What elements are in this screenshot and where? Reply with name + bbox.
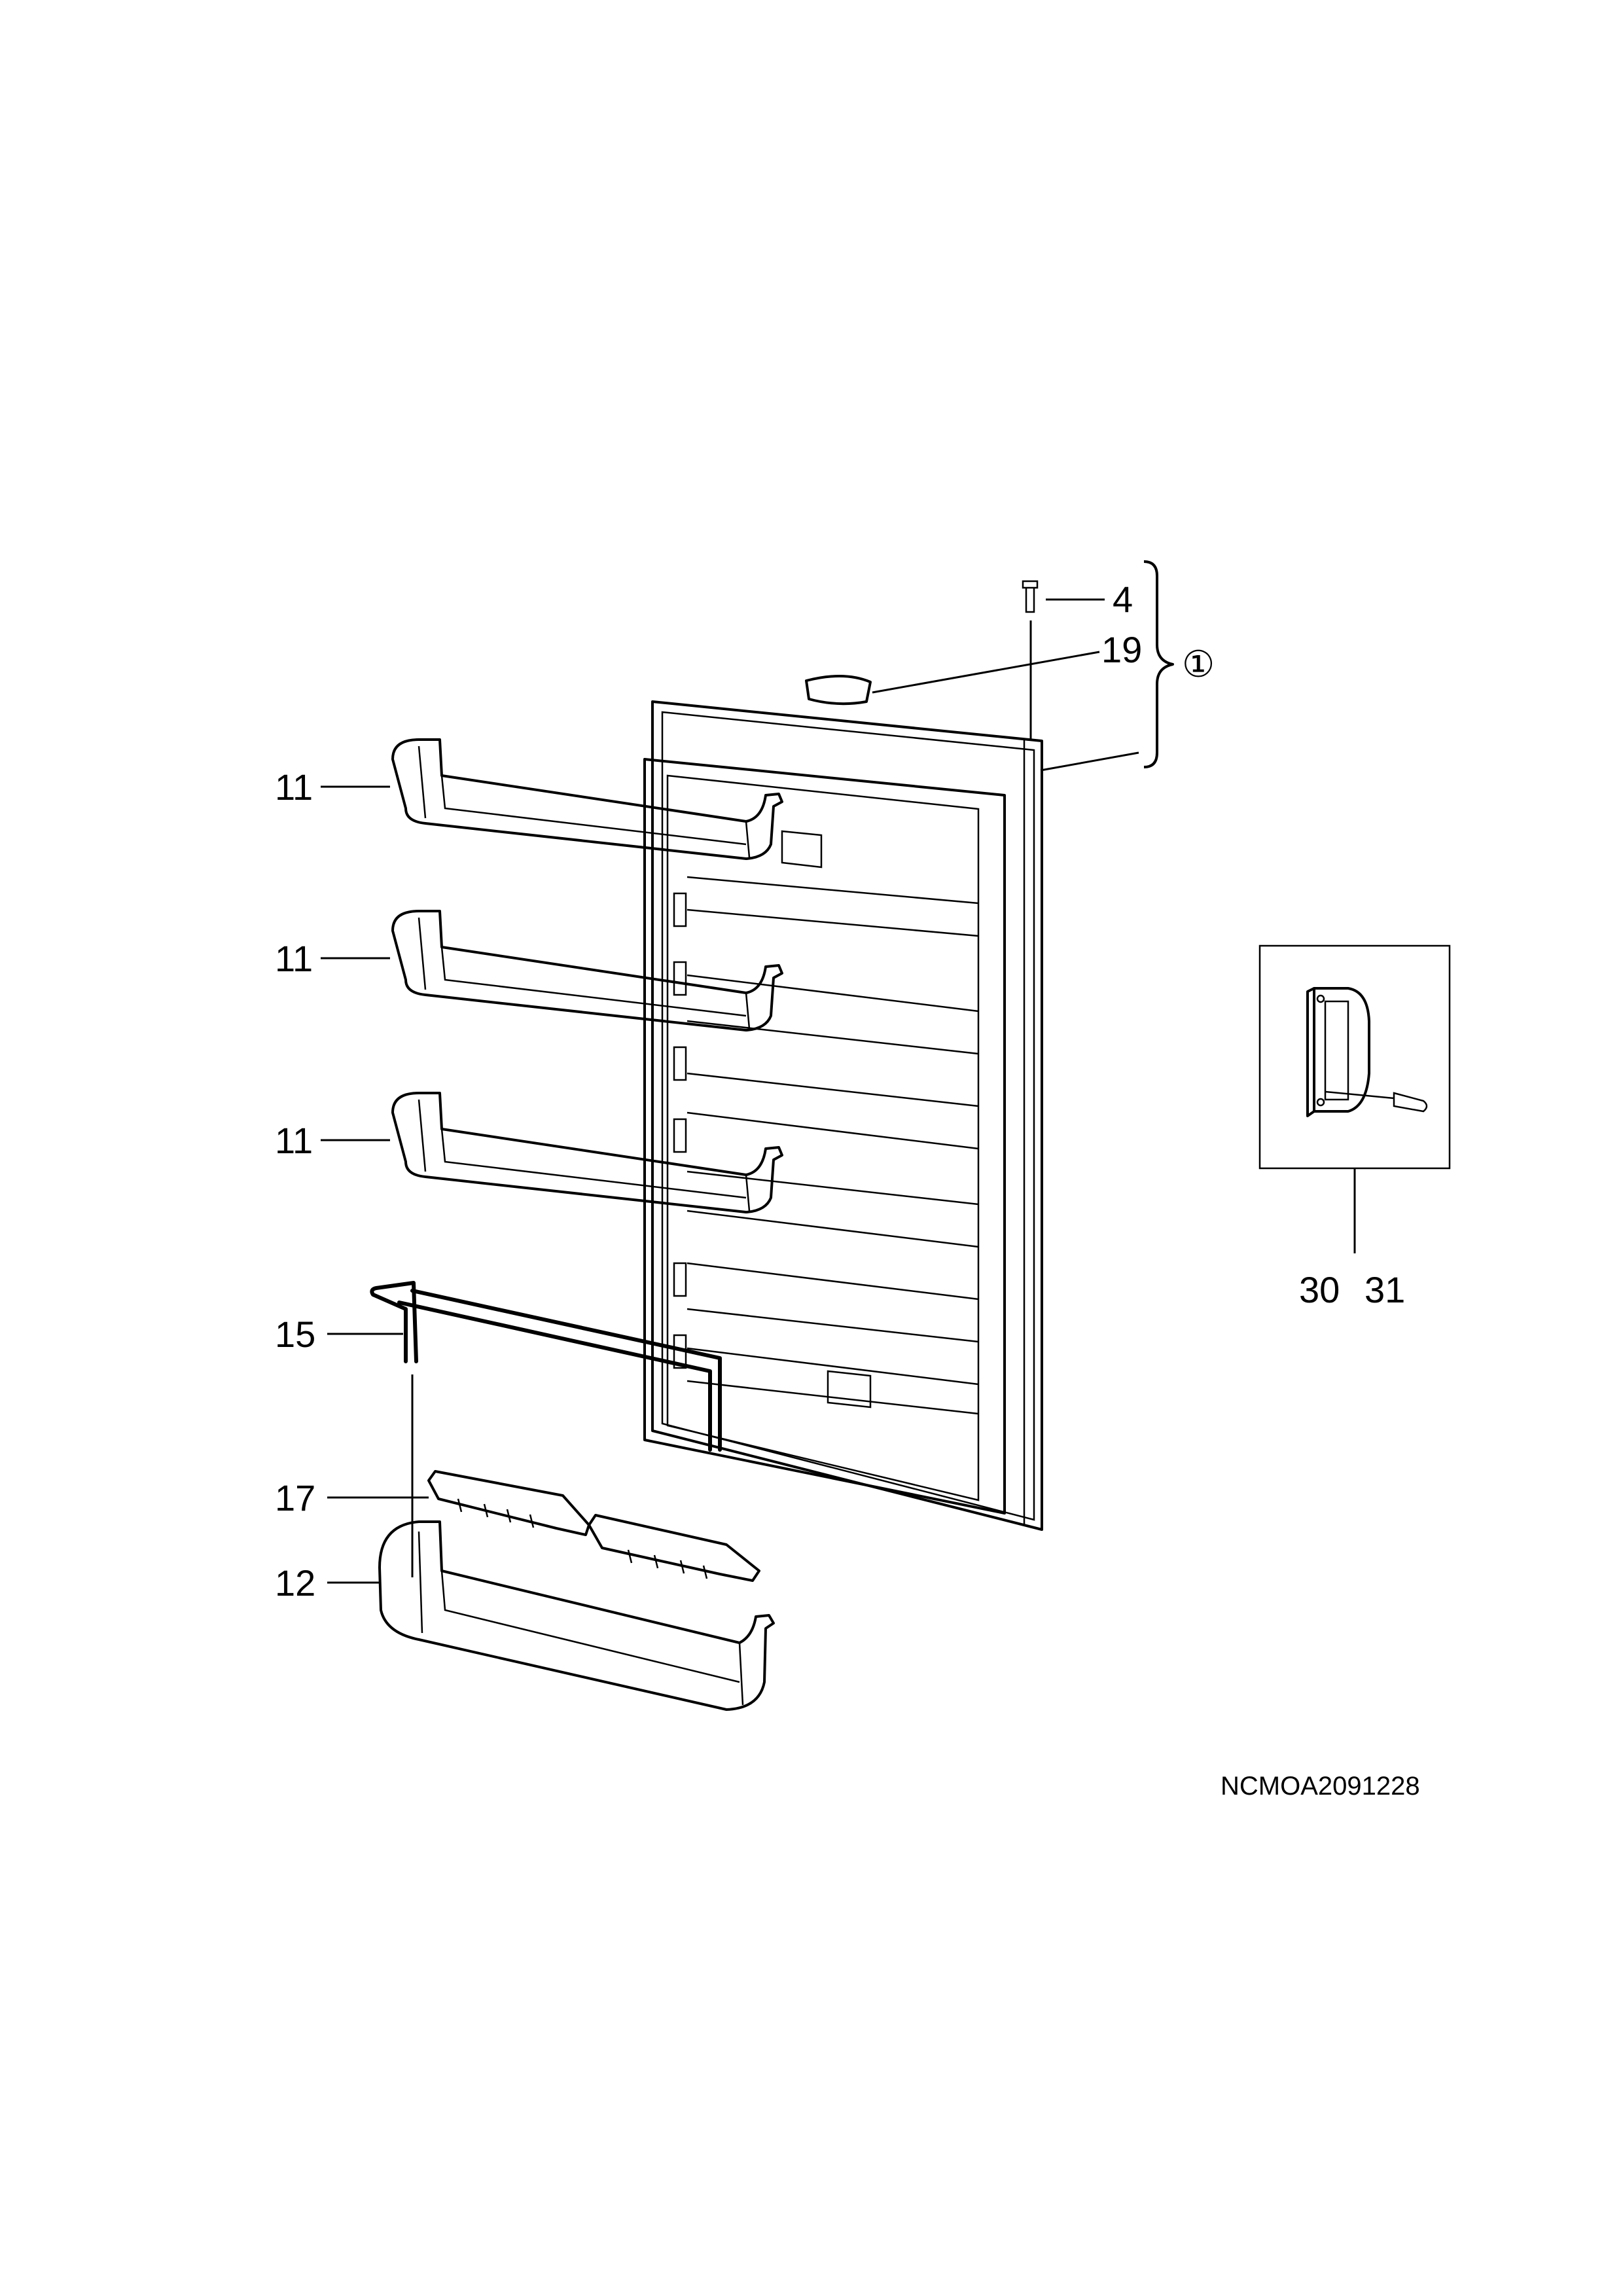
label-screw: 4 xyxy=(1113,579,1133,620)
door-shelf-2 xyxy=(391,910,783,1031)
label-top-cover: 19 xyxy=(1101,629,1142,670)
bottom-shelf-part xyxy=(378,1520,775,1711)
bottle-rack-part xyxy=(370,1281,722,1577)
diagram-code: NCMOA2091228 xyxy=(1221,1772,1420,1801)
top-cover-part xyxy=(805,651,1100,706)
label-assembly: ① xyxy=(1182,643,1215,685)
door-assembly xyxy=(643,700,1043,1531)
bottle-holder-part xyxy=(427,1470,760,1582)
label-door-shelf-3: 11 xyxy=(275,1120,313,1161)
label-bottom-shelf: 12 xyxy=(275,1562,315,1604)
label-handle-30: 30 xyxy=(1299,1269,1340,1310)
label-handle-31: 31 xyxy=(1364,1269,1405,1310)
assembly-brace xyxy=(1143,560,1174,768)
label-bottle-rack: 15 xyxy=(275,1314,315,1355)
label-door-shelf-1: 11 xyxy=(275,766,313,808)
door-shelf-3 xyxy=(391,1092,783,1213)
label-bottle-holder: 17 xyxy=(275,1477,315,1518)
handle-detail-box xyxy=(1258,944,1451,1253)
label-door-shelf-2: 11 xyxy=(275,938,313,979)
frame-leader-line xyxy=(1040,751,1139,772)
door-shelf-1 xyxy=(391,738,783,860)
screw-part xyxy=(1022,580,1105,740)
